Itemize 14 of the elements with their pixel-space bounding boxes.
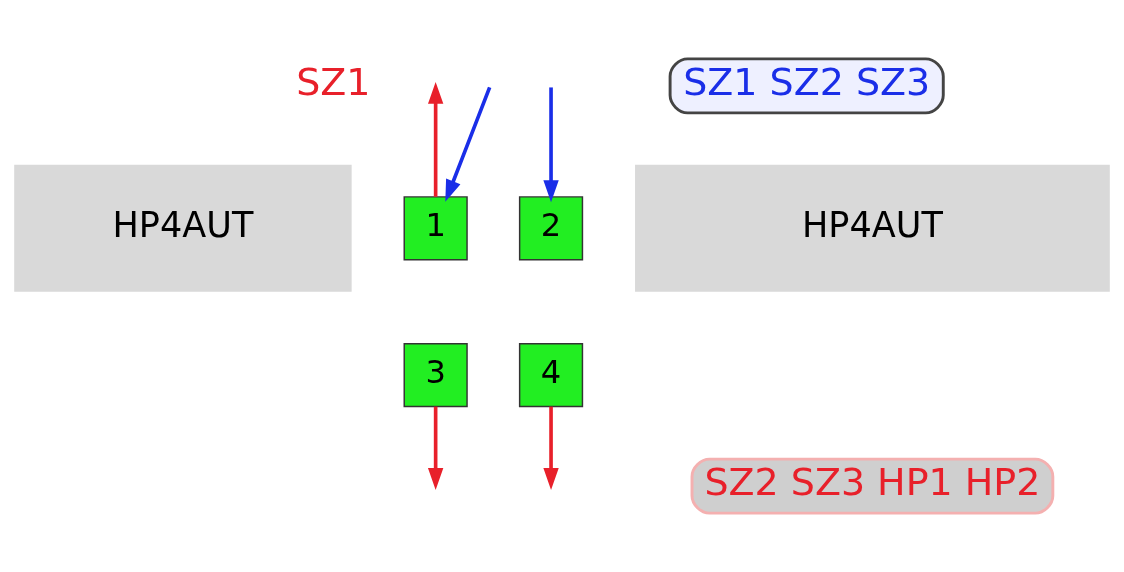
node-box: SZ1 SZ2 SZ3 [668,57,945,115]
arrow [427,81,444,197]
node-box: SZ2 SZ3 HP1 HP2 [690,457,1055,515]
arrow [445,86,492,202]
arrow [543,87,559,203]
arrow [427,406,444,491]
node-box: 2 [518,196,584,261]
node-box: 4 [518,342,584,408]
node-box: HP4AUT [14,164,352,292]
node-box: HP4AUT [635,164,1110,292]
node-box: 1 [403,196,468,261]
node-box: 3 [403,342,468,408]
label: SZ1 [296,60,371,105]
arrow [543,406,559,491]
